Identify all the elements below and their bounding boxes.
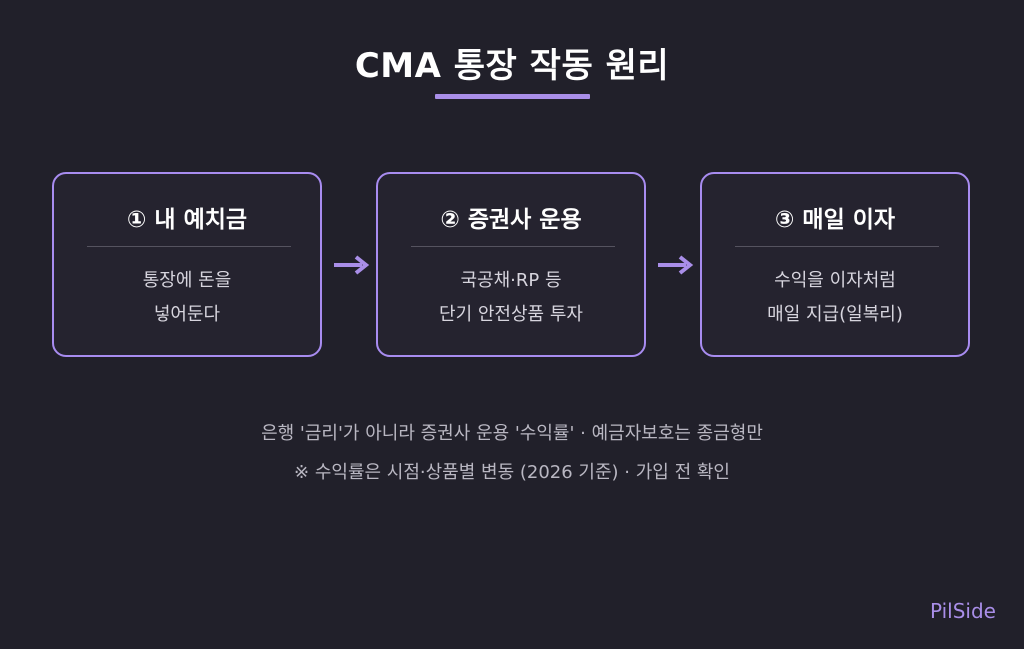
step-description: 통장에 돈을 넣어둔다 [54,264,320,332]
title-underline [435,94,590,99]
step-divider [735,246,939,247]
step-description: 국공채·RP 등 단기 안전상품 투자 [378,264,644,332]
step-divider [87,246,291,247]
right-arrow-icon [334,255,370,275]
step-description-line: 수익을 이자처럼 [774,270,896,291]
step-title: ① 내 예치금 [126,207,248,233]
step-description-line: 단기 안전상품 투자 [439,304,583,325]
step-description-line: 매일 지급(일복리) [767,304,903,325]
brand-logo: PilSide [930,599,996,623]
step-description-line: 넣어둔다 [153,304,221,325]
page-title: CMA 통장 작동 원리 [354,46,670,86]
step-divider [411,246,615,247]
step-box-operation: ② 증권사 운용 국공채·RP 등 단기 안전상품 투자 [376,172,646,357]
step-description: 수익을 이자처럼 매일 지급(일복리) [702,264,968,332]
step-box-deposit: ① 내 예치금 통장에 돈을 넣어둔다 [52,172,322,357]
note-disclaimer: ※ 수익률은 시점·상품별 변동 (2026 기준) · 가입 전 확인 [294,462,730,483]
note-rate-protection: 은행 '금리'가 아니라 증권사 운용 '수익률' · 예금자보호는 종금형만 [261,423,763,444]
step-description-line: 국공채·RP 등 [460,270,562,291]
step-box-interest: ③ 매일 이자 수익을 이자처럼 매일 지급(일복리) [700,172,970,357]
step-title: ② 증권사 운용 [440,207,582,233]
step-title: ③ 매일 이자 [774,207,896,233]
step-description-line: 통장에 돈을 [142,270,232,291]
right-arrow-icon [658,255,694,275]
